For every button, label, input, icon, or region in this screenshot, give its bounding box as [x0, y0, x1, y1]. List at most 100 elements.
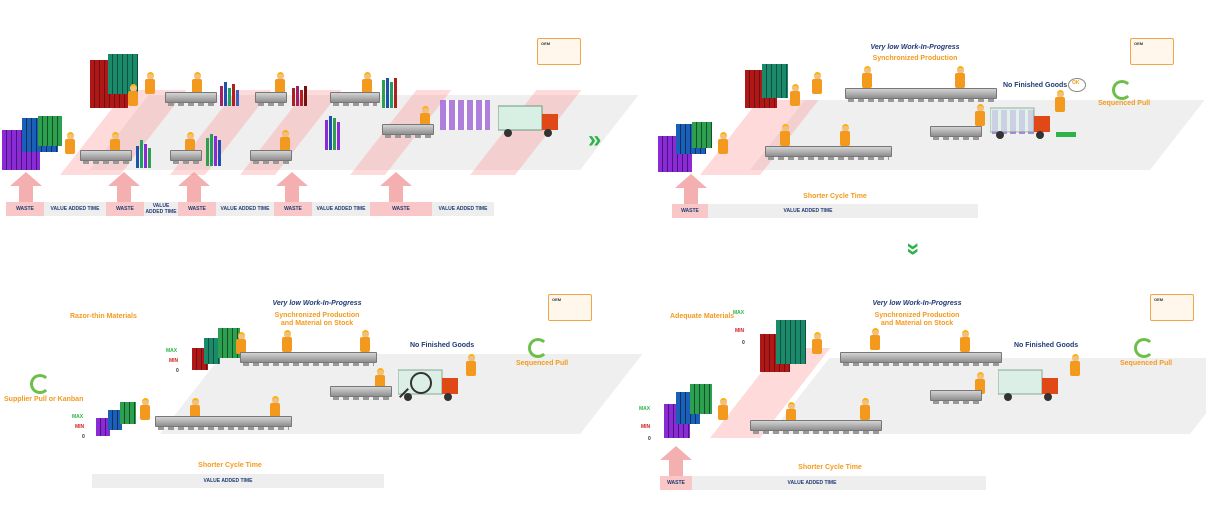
workstation [382, 124, 434, 138]
finished-goods-label: No Finished Goods [1003, 82, 1068, 89]
worker-icon [870, 328, 880, 350]
time-bar: WASTE VALUE ADDED TIME WASTE VALUE ADDED… [6, 202, 494, 216]
worker-icon [360, 330, 370, 352]
worker-icon [1055, 90, 1065, 112]
worker-icon [812, 72, 822, 94]
workstation [255, 92, 287, 106]
wip-buffer-icon [206, 134, 221, 166]
supplier-pull-icon [30, 374, 50, 394]
time-segment-value: VALUE ADDED TIME [220, 206, 270, 212]
waste-arrow-icon [675, 174, 707, 188]
worker-icon [375, 368, 385, 390]
cycle-time-label: Shorter Cycle Time [798, 464, 862, 471]
time-segment-waste: WASTE [660, 476, 692, 490]
workstation [765, 146, 892, 160]
waste-arrow-icon [117, 186, 131, 202]
zero-label: 0 [82, 434, 85, 440]
finished-goods-label: No Finished Goods [1014, 342, 1079, 349]
min-label: MIN [75, 424, 85, 430]
worker-icon [145, 72, 155, 94]
worker-icon [236, 332, 246, 354]
time-bar: VALUE ADDED TIME [92, 474, 384, 488]
time-segment-value: VALUE ADDED TIME [145, 203, 177, 215]
raw-material-stack [690, 384, 712, 414]
worker-icon [275, 72, 285, 94]
oem-factory-icon: OEM [1130, 38, 1174, 65]
wip-label: Very low Work-In-Progress [272, 300, 362, 307]
worker-icon [420, 106, 430, 128]
sequenced-pull-label: Sequenced Pull [516, 360, 569, 367]
time-segment-value: VALUE ADDED TIME [438, 206, 488, 212]
wip-label: Very low Work-In-Progress [872, 300, 962, 307]
waste-arrow-icon [684, 188, 698, 204]
truck-icon [998, 369, 1058, 401]
materials-label: Razor-thin Materials [70, 313, 137, 320]
worker-icon [718, 132, 728, 154]
time-segment-waste: WASTE [6, 202, 44, 216]
workstation [80, 150, 132, 164]
worker-icon [1070, 354, 1080, 376]
worker-icon [466, 354, 476, 376]
zero-label: 0 [176, 368, 179, 374]
time-segment-waste: WASTE [370, 202, 432, 216]
workstation [170, 150, 202, 164]
max-label: MAX [166, 348, 178, 354]
wip-buffer-icon [220, 82, 239, 106]
max-label: MAX [639, 406, 651, 412]
worker-icon [960, 330, 970, 352]
sync-label: and Material on Stock [880, 320, 954, 327]
cycle-time-label: Shorter Cycle Time [803, 193, 867, 200]
ok-label: OK [1072, 80, 1080, 86]
worker-icon [65, 132, 75, 154]
wip-buffer-icon [136, 140, 151, 168]
waste-arrow-icon [285, 186, 299, 202]
panel-razor-thin-materials: MAX MIN 0 MAX MIN 0 Razor-thin Materials… [0, 268, 643, 504]
arrow-right-icon: » [588, 126, 602, 153]
raw-material-stack [776, 320, 806, 364]
sync-label: and Material on Stock [280, 320, 354, 327]
oem-label: OEM [552, 297, 562, 302]
oem-factory-icon: OEM [548, 294, 592, 321]
worker-icon [280, 130, 290, 152]
worker-icon [110, 132, 120, 154]
panel-synchronized-production: Very low Work-In-Progress Synchronized P… [640, 0, 1206, 230]
green-arrow-icon [1056, 132, 1076, 137]
worker-icon [270, 396, 280, 418]
worker-icon [790, 84, 800, 106]
panel-adequate-materials: MAX MIN 0 MAX MIN 0 Adequate Materials V… [630, 268, 1206, 504]
arrow-down-icon: » [900, 242, 928, 250]
sequenced-pull-label: Sequenced Pull [1120, 360, 1173, 367]
oem-label: OEM [1154, 297, 1164, 302]
time-segment-value: VALUE ADDED TIME [203, 478, 253, 484]
waste-arrow-icon [389, 186, 403, 202]
time-bar: WASTE VALUE ADDED TIME [672, 204, 978, 218]
workstation [930, 126, 982, 140]
worker-icon [282, 330, 292, 352]
sequenced-pull-label: Sequenced Pull [1098, 100, 1151, 107]
worker-icon [786, 402, 796, 424]
raw-material-stack [692, 122, 712, 148]
raw-material-stack [120, 402, 136, 424]
waste-arrow-icon [19, 186, 33, 202]
raw-material-stack [108, 410, 122, 430]
workstation [330, 92, 380, 106]
worker-icon [192, 72, 202, 94]
truck-icon [990, 107, 1050, 139]
worker-icon [140, 398, 150, 420]
max-label: MAX [733, 310, 745, 316]
worker-icon [975, 372, 985, 394]
wip-buffer-icon [292, 86, 307, 106]
raw-material-stack [96, 418, 110, 436]
worker-icon [185, 132, 195, 154]
waste-arrow-icon [108, 172, 140, 186]
sequenced-pull-icon [1134, 338, 1154, 358]
worker-icon [190, 398, 200, 420]
workstation [240, 352, 377, 366]
wip-buffer-icon [382, 78, 397, 108]
worker-icon [862, 66, 872, 88]
workstation [750, 420, 882, 434]
time-segment-waste: WASTE [178, 202, 216, 216]
oem-label: OEM [1134, 41, 1144, 46]
wip-buffer-icon [325, 116, 340, 150]
waste-arrow-icon [380, 172, 412, 186]
